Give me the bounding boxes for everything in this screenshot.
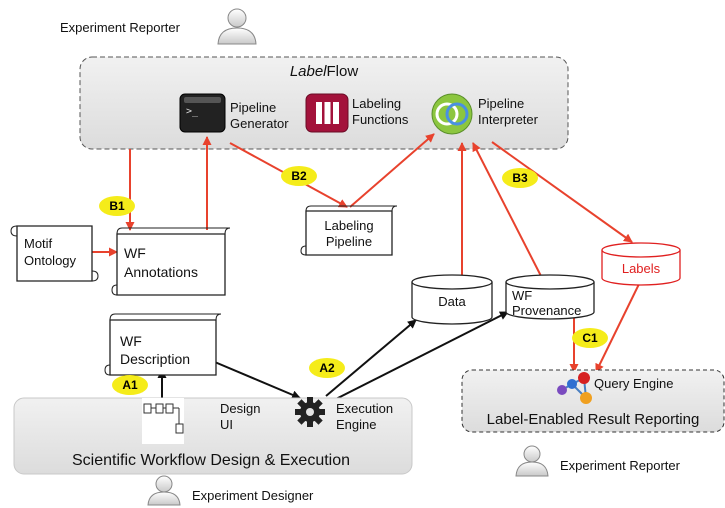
reporting-title: Label-Enabled Result Reporting bbox=[487, 411, 700, 428]
arrow-provenance-to-interpreter bbox=[472, 142, 543, 279]
data-store: Data bbox=[411, 274, 493, 325]
arrow-description-to-engine bbox=[209, 359, 301, 400]
badge-b2 bbox=[281, 166, 317, 186]
labelflow-title: LabelFlow bbox=[290, 63, 359, 80]
badge-b3 bbox=[502, 168, 538, 188]
experiment-designer: Experiment Designer bbox=[147, 475, 314, 506]
arrow-engine-to-provenance bbox=[329, 311, 509, 403]
scientific-workflow-title: Scientific Workflow Design & Execution bbox=[72, 452, 350, 469]
person-icon bbox=[217, 8, 257, 45]
arrow-pipeline-to-interpreter bbox=[349, 133, 435, 208]
experiment-designer-label: Experiment Designer bbox=[192, 488, 314, 503]
gear-icon bbox=[295, 397, 325, 427]
person-icon bbox=[147, 475, 181, 506]
arrow-engine-to-data bbox=[325, 319, 417, 397]
pipeline-interpreter-icon bbox=[431, 93, 473, 135]
svg-text:B1: B1 bbox=[109, 199, 125, 213]
arrows bbox=[92, 133, 641, 403]
arrow-labels-to-query bbox=[595, 281, 641, 373]
svg-text:Data: Data bbox=[438, 294, 466, 309]
svg-text:B3: B3 bbox=[512, 171, 528, 185]
svg-text:A2: A2 bbox=[319, 361, 335, 375]
person-icon bbox=[515, 445, 549, 477]
svg-text:B2: B2 bbox=[291, 169, 307, 183]
badge-a2 bbox=[309, 358, 345, 378]
arrow-b3 bbox=[491, 141, 633, 243]
terminal-icon: >_ bbox=[179, 93, 226, 133]
query-engine-label: Query Engine bbox=[594, 376, 674, 391]
labeling-functions-icon bbox=[305, 93, 349, 133]
bottom-reporter: Experiment Reporter bbox=[515, 445, 681, 477]
svg-text:A1: A1 bbox=[122, 378, 138, 392]
reporting-panel: Query Engine Label-Enabled Result Report… bbox=[461, 369, 725, 433]
labels-store: Labels bbox=[601, 242, 681, 286]
svg-text:>_: >_ bbox=[186, 106, 199, 117]
query-engine-icon bbox=[557, 372, 592, 404]
badge-c1 bbox=[572, 328, 608, 348]
svg-text:Labels: Labels bbox=[622, 261, 661, 276]
bottom-reporter-label: Experiment Reporter bbox=[560, 458, 681, 473]
badge-b1 bbox=[99, 196, 135, 216]
svg-text:C1: C1 bbox=[582, 331, 598, 345]
badge-a1 bbox=[112, 375, 148, 395]
top-reporter-label: Experiment Reporter bbox=[60, 20, 181, 35]
design-ui-icon bbox=[143, 403, 184, 434]
top-reporter: Experiment Reporter bbox=[60, 8, 257, 45]
badges: B1 B2 B3 A1 A2 C1 bbox=[99, 166, 608, 395]
